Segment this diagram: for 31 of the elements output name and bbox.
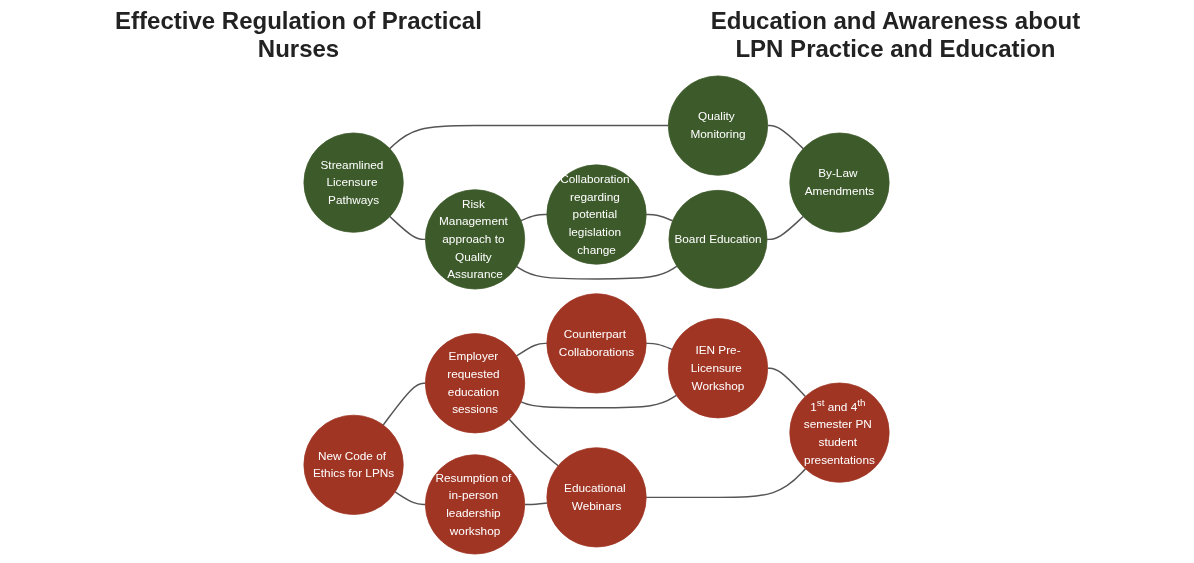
connector [645,468,807,499]
connector [516,342,549,357]
node-circle: Educational Webinars [546,447,648,548]
node-circle: By-Law Amendments [789,132,890,233]
connector [516,265,679,280]
node-circle: Counterpart Collaborations [546,293,648,394]
node-circle: Board Education [669,189,768,289]
section-heading: Effective Regulation of Practical Nurses [114,7,483,63]
connector [389,215,427,241]
node-circle: Collaboration regarding potential legislation change [546,164,648,265]
connector [766,215,805,241]
connector [520,394,678,409]
connector [389,124,670,150]
connector [767,367,807,398]
connector [645,213,674,222]
connector [767,124,805,150]
connector [508,418,560,467]
section-heading: Education and Awareness about LPN Practice and Education [709,7,1082,63]
connector [524,502,549,506]
node-circle: IEN Pre-Licensure Workshop [668,318,769,419]
node-circle: Streamlined Licensure Pathways [304,132,405,233]
connector [645,342,674,351]
node-circle: New Code of Ethics for LPNs [304,414,405,515]
node-circle: 1$^{st}$ and 4$^{th}$ semester PN student presentations [789,382,890,483]
connector [383,382,427,426]
connector [394,491,427,506]
node-circle: Quality Monitoring [668,75,769,176]
node-circle: Resumption of in-person leadership workshop [425,454,526,555]
node-circle: Risk Management approach to Quality Assurance [425,189,526,290]
connector [520,213,549,222]
node-circle: Employer requested education sessions [425,333,526,434]
